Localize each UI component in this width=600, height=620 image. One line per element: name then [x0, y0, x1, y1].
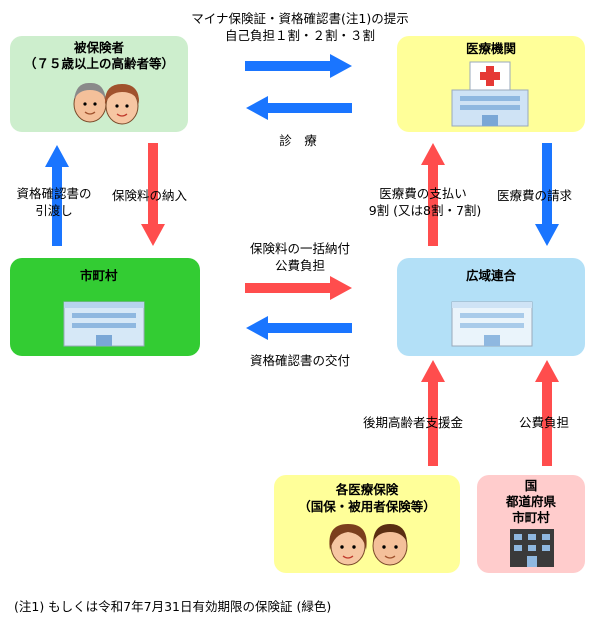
young-couple-icon	[329, 524, 408, 566]
medical-claim-label: 医療費の請求	[497, 188, 573, 203]
arrow-premium-payment	[141, 143, 165, 246]
municipality-title: 市町村	[80, 268, 118, 283]
municipal-building-icon	[63, 301, 145, 347]
union-title: 広域連合	[465, 268, 516, 283]
gov-line2: 都道府県	[505, 494, 556, 509]
gov-line3: 市町村	[512, 510, 550, 525]
shinryo-label: 診 療	[279, 133, 317, 148]
footnote: (注1) もしくは令和7年7月31日有効期限の保険証 (緑色)	[14, 599, 332, 614]
cert-issue-label: 資格確認書の交付	[249, 353, 350, 368]
union-building-icon	[451, 301, 533, 347]
medical-payment-label-1: 医療費の支払い	[379, 186, 467, 201]
hospital-title: 医療機関	[465, 41, 516, 56]
cert-delivery-label-1: 資格確認書の	[16, 186, 92, 201]
public-burden-label: 公費負担	[519, 415, 570, 430]
elderly-couple-icon	[73, 82, 140, 125]
arrow-present-card	[245, 54, 352, 78]
present-card-label: マイナ保険証・資格確認書(注1)の提示	[191, 11, 409, 26]
insured-subtitle: （７５歳以上の高齢者等）	[23, 56, 174, 71]
insured-title: 被保険者	[73, 40, 124, 55]
arrow-public-burden	[535, 360, 559, 466]
copay-label: 自己負担１割・２割・３割	[224, 28, 375, 43]
arrow-cert-issue	[246, 316, 352, 340]
bulk-payment-label-1: 保険料の一括納付	[249, 241, 350, 256]
premium-payment-label: 保険料の納入	[112, 188, 188, 203]
bulk-payment-label-2: 公費負担	[274, 258, 325, 273]
insurers-subtitle: （国保・被用者保険等）	[298, 499, 436, 514]
arrow-cert-delivery	[45, 145, 69, 246]
arrow-medical-claim	[535, 143, 559, 246]
support-fund-label: 後期高齢者支援金	[363, 415, 464, 430]
arrow-shinryo	[246, 96, 352, 120]
hospital-building-icon	[451, 61, 529, 127]
arrow-bulk-payment	[245, 276, 352, 300]
insurers-title: 各医療保険	[335, 482, 399, 497]
arrow-support-fund	[421, 360, 445, 466]
government-building-icon	[510, 529, 554, 567]
cert-delivery-label-2: 引渡し	[35, 203, 73, 218]
arrow-medical-payment	[421, 143, 445, 246]
medical-payment-label-2: 9割 (又は8割・7割)	[368, 203, 482, 218]
insurers-box	[274, 475, 460, 573]
gov-line1: 国	[524, 478, 538, 493]
